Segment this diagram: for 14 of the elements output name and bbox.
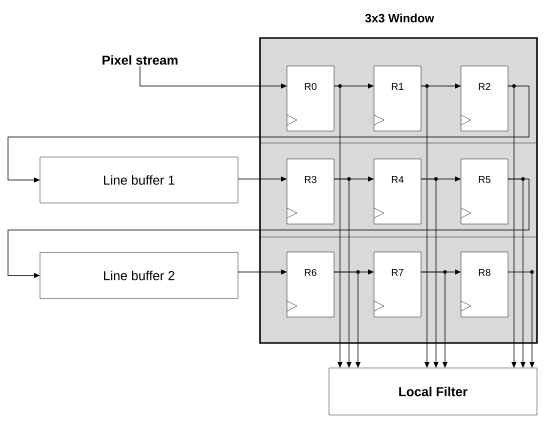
register-box: R0 [286,66,334,132]
node-label: 3x3 Window [365,14,434,22]
register-box: R5 [460,158,508,224]
register-box: R6 [286,252,334,318]
line-buffer-box: Line buffer 1 [40,156,238,204]
line-buffer-box: Line buffer 2 [40,252,238,299]
register-box: R3 [286,158,334,224]
register-box: R2 [460,66,508,132]
register-box: R4 [374,158,422,224]
register-box: R7 [374,252,422,318]
input-label: Pixel stream [102,55,178,65]
register-box: R8 [460,252,508,318]
filter-box: Local Filter [328,368,538,416]
register-box: R1 [374,66,422,132]
